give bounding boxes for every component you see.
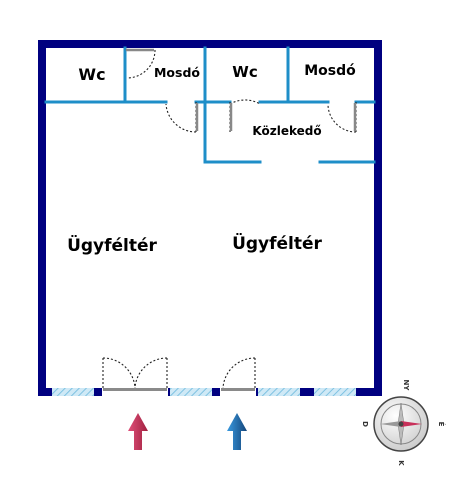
door-thresholds [103,388,255,391]
entrance-arrow-icon [128,413,148,450]
bottom-windows [52,388,356,396]
door-swing-left-top [165,102,197,133]
outer-wall-left [38,40,46,396]
inner-walls [44,46,376,164]
window [52,388,94,396]
compass-label-west: D [361,421,369,427]
room-label-mosdo-left: Mosdó [154,65,200,80]
room-label-kozlekedo: Közlekedő [252,124,321,138]
outer-walls [38,40,382,396]
room-label-mosdo-right: Mosdó [304,63,356,79]
door-swing-entrance-left-a [102,357,136,389]
door-swing-entrance-left-b [134,357,168,389]
compass-label-north: NY [402,380,410,392]
window [170,388,212,396]
door-swing-mosdo-left [126,49,156,79]
compass-label-south: K [397,460,405,466]
entrance-left-opening [102,388,168,396]
room-label-wc-left: Wc [78,65,105,84]
entrance-arrow-icon [227,413,247,450]
door-swing-entrance-right [222,357,256,389]
outer-wall-top [38,40,382,48]
door-swing-mosdo-right [327,102,357,133]
room-label-ugyfelter-right: Ügyféltér [232,232,322,254]
compass-label-east: É [437,422,446,427]
room-label-ugyfelter-left: Ügyféltér [67,234,157,256]
door-leaves [126,48,357,131]
compass-icon [373,396,429,452]
room-label-wc-right: Wc [232,63,257,81]
window [314,388,356,396]
outer-wall-right [374,40,382,396]
window [258,388,300,396]
entrance-right-opening [220,388,256,396]
